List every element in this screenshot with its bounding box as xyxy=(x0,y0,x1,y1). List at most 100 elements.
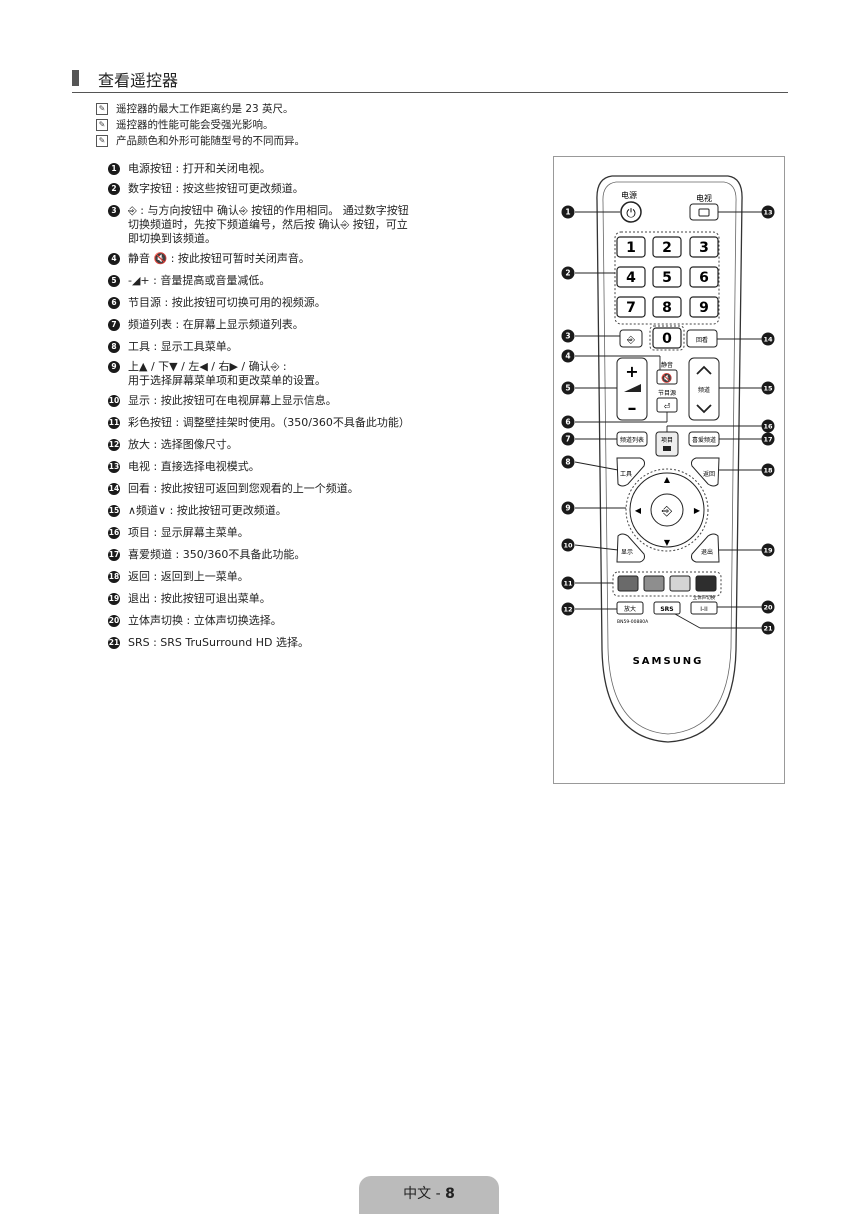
digit-button[interactable] xyxy=(652,327,682,349)
digit-label: 5 xyxy=(662,270,672,286)
left-arrow-icon[interactable]: ◀ xyxy=(635,506,642,515)
section-title-bar: 查看遥控器 xyxy=(72,68,788,93)
volume-icon xyxy=(624,384,641,392)
item-description: 工具 : 显示工具菜单。 xyxy=(128,340,238,353)
color-button[interactable] xyxy=(669,575,691,592)
item-description: 返回 : 返回到上一菜单。 xyxy=(128,570,249,583)
digit-button[interactable] xyxy=(652,266,682,288)
digit-button[interactable] xyxy=(689,296,719,318)
digit-label: 4 xyxy=(626,270,636,286)
color-button[interactable] xyxy=(643,575,665,592)
note-icon: ✎ xyxy=(96,119,108,131)
power-button[interactable] xyxy=(620,201,642,223)
digit-label: 3 xyxy=(699,240,709,256)
item-number-badge: 2 xyxy=(108,183,120,195)
tv-icon xyxy=(698,208,710,217)
up-arrow-icon[interactable]: ▲ xyxy=(664,475,671,484)
callout-number: 14 xyxy=(763,336,773,344)
callout-number: 18 xyxy=(763,467,773,475)
prech-button[interactable] xyxy=(686,329,718,348)
right-arrow-icon[interactable]: ▶ xyxy=(694,506,701,515)
tv-button[interactable] xyxy=(689,203,719,221)
digit-button[interactable] xyxy=(689,236,719,258)
digit-button[interactable] xyxy=(652,236,682,258)
callout-badge xyxy=(561,455,575,469)
fav-label: 喜爱频道 xyxy=(692,436,716,444)
channel-down-icon xyxy=(696,404,712,414)
info-label: 显示 xyxy=(621,549,633,556)
item-number-badge: 18 xyxy=(108,571,120,583)
item-description: 立体声切换 : 立体声切换选择。 xyxy=(128,614,282,627)
item-description: 显示 : 按此按钮可在电视屏幕上显示信息。 xyxy=(128,394,337,407)
callout-badge xyxy=(561,381,575,395)
menu-button[interactable] xyxy=(655,431,679,457)
exit-button[interactable] xyxy=(691,533,720,563)
tv-label: 电视 xyxy=(696,193,712,203)
source-label: 节目源 xyxy=(658,389,676,397)
color-button[interactable] xyxy=(617,575,639,592)
callout-number: 20 xyxy=(763,604,773,612)
title-marker xyxy=(72,70,79,86)
item-description: ∧频道∨ : 按此按钮可更改频道。 xyxy=(128,504,287,517)
enter-center-button[interactable] xyxy=(650,493,684,527)
callout-number: 4 xyxy=(565,352,570,361)
dual-button[interactable] xyxy=(690,601,718,615)
callout-badge xyxy=(761,463,775,477)
callout-number: 7 xyxy=(565,435,570,444)
note-item: ✎遥控器的最大工作距离约是 23 英尺。 xyxy=(96,101,305,117)
source-icon: ⏎ xyxy=(664,402,671,411)
info-button[interactable] xyxy=(616,533,645,563)
return-label: 返回 xyxy=(703,471,715,478)
return-button[interactable] xyxy=(691,457,720,487)
callout-badge xyxy=(561,329,575,343)
callout-badge xyxy=(561,349,575,363)
mute-button[interactable] xyxy=(656,369,678,385)
power-icon: ⏻ xyxy=(626,206,636,220)
note-item: ✎遥控器的性能可能会受强光影响。 xyxy=(96,117,305,133)
callout-number: 8 xyxy=(565,458,570,467)
power-label: 电源 xyxy=(621,190,637,200)
item-number-badge: 9 xyxy=(108,361,120,373)
item-number-badge: 16 xyxy=(108,527,120,539)
digit-button[interactable] xyxy=(616,236,646,258)
notes-list: ✎遥控器的最大工作距离约是 23 英尺。 ✎遥控器的性能可能会受强光影响。 ✎产… xyxy=(96,101,305,149)
callout-badge xyxy=(761,419,775,433)
item-number-badge: 5 xyxy=(108,275,120,287)
item-description: 静音 🔇 : 按此按钮可暂时关闭声音。 xyxy=(128,252,310,265)
mute-label: 静音 xyxy=(661,361,673,369)
digit-button[interactable] xyxy=(616,266,646,288)
down-arrow-icon[interactable]: ▼ xyxy=(664,538,671,547)
volume-up-icon: + xyxy=(625,362,638,381)
zoom-button[interactable] xyxy=(616,601,644,615)
digit-button[interactable] xyxy=(616,296,646,318)
item-description: 放大 : 选择图像尺寸。 xyxy=(128,438,238,451)
callout-badge xyxy=(761,600,775,614)
color-button[interactable] xyxy=(695,575,717,592)
callout-number: 16 xyxy=(763,423,773,431)
enter-button[interactable] xyxy=(619,329,643,348)
page-footer-tab: 中文 - 8 xyxy=(359,1176,499,1214)
item-description: 电视 : 直接选择电视模式。 xyxy=(128,460,260,473)
item-number-badge: 17 xyxy=(108,549,120,561)
srs-button[interactable] xyxy=(653,601,681,615)
digit-button[interactable] xyxy=(689,266,719,288)
callout-number: 3 xyxy=(565,332,570,341)
callout-badge xyxy=(561,501,575,515)
tools-button[interactable] xyxy=(616,457,645,487)
digit-button[interactable] xyxy=(652,296,682,318)
note-icon: ✎ xyxy=(96,103,108,115)
callout-number: 21 xyxy=(763,625,773,633)
callout-badge xyxy=(561,602,575,616)
